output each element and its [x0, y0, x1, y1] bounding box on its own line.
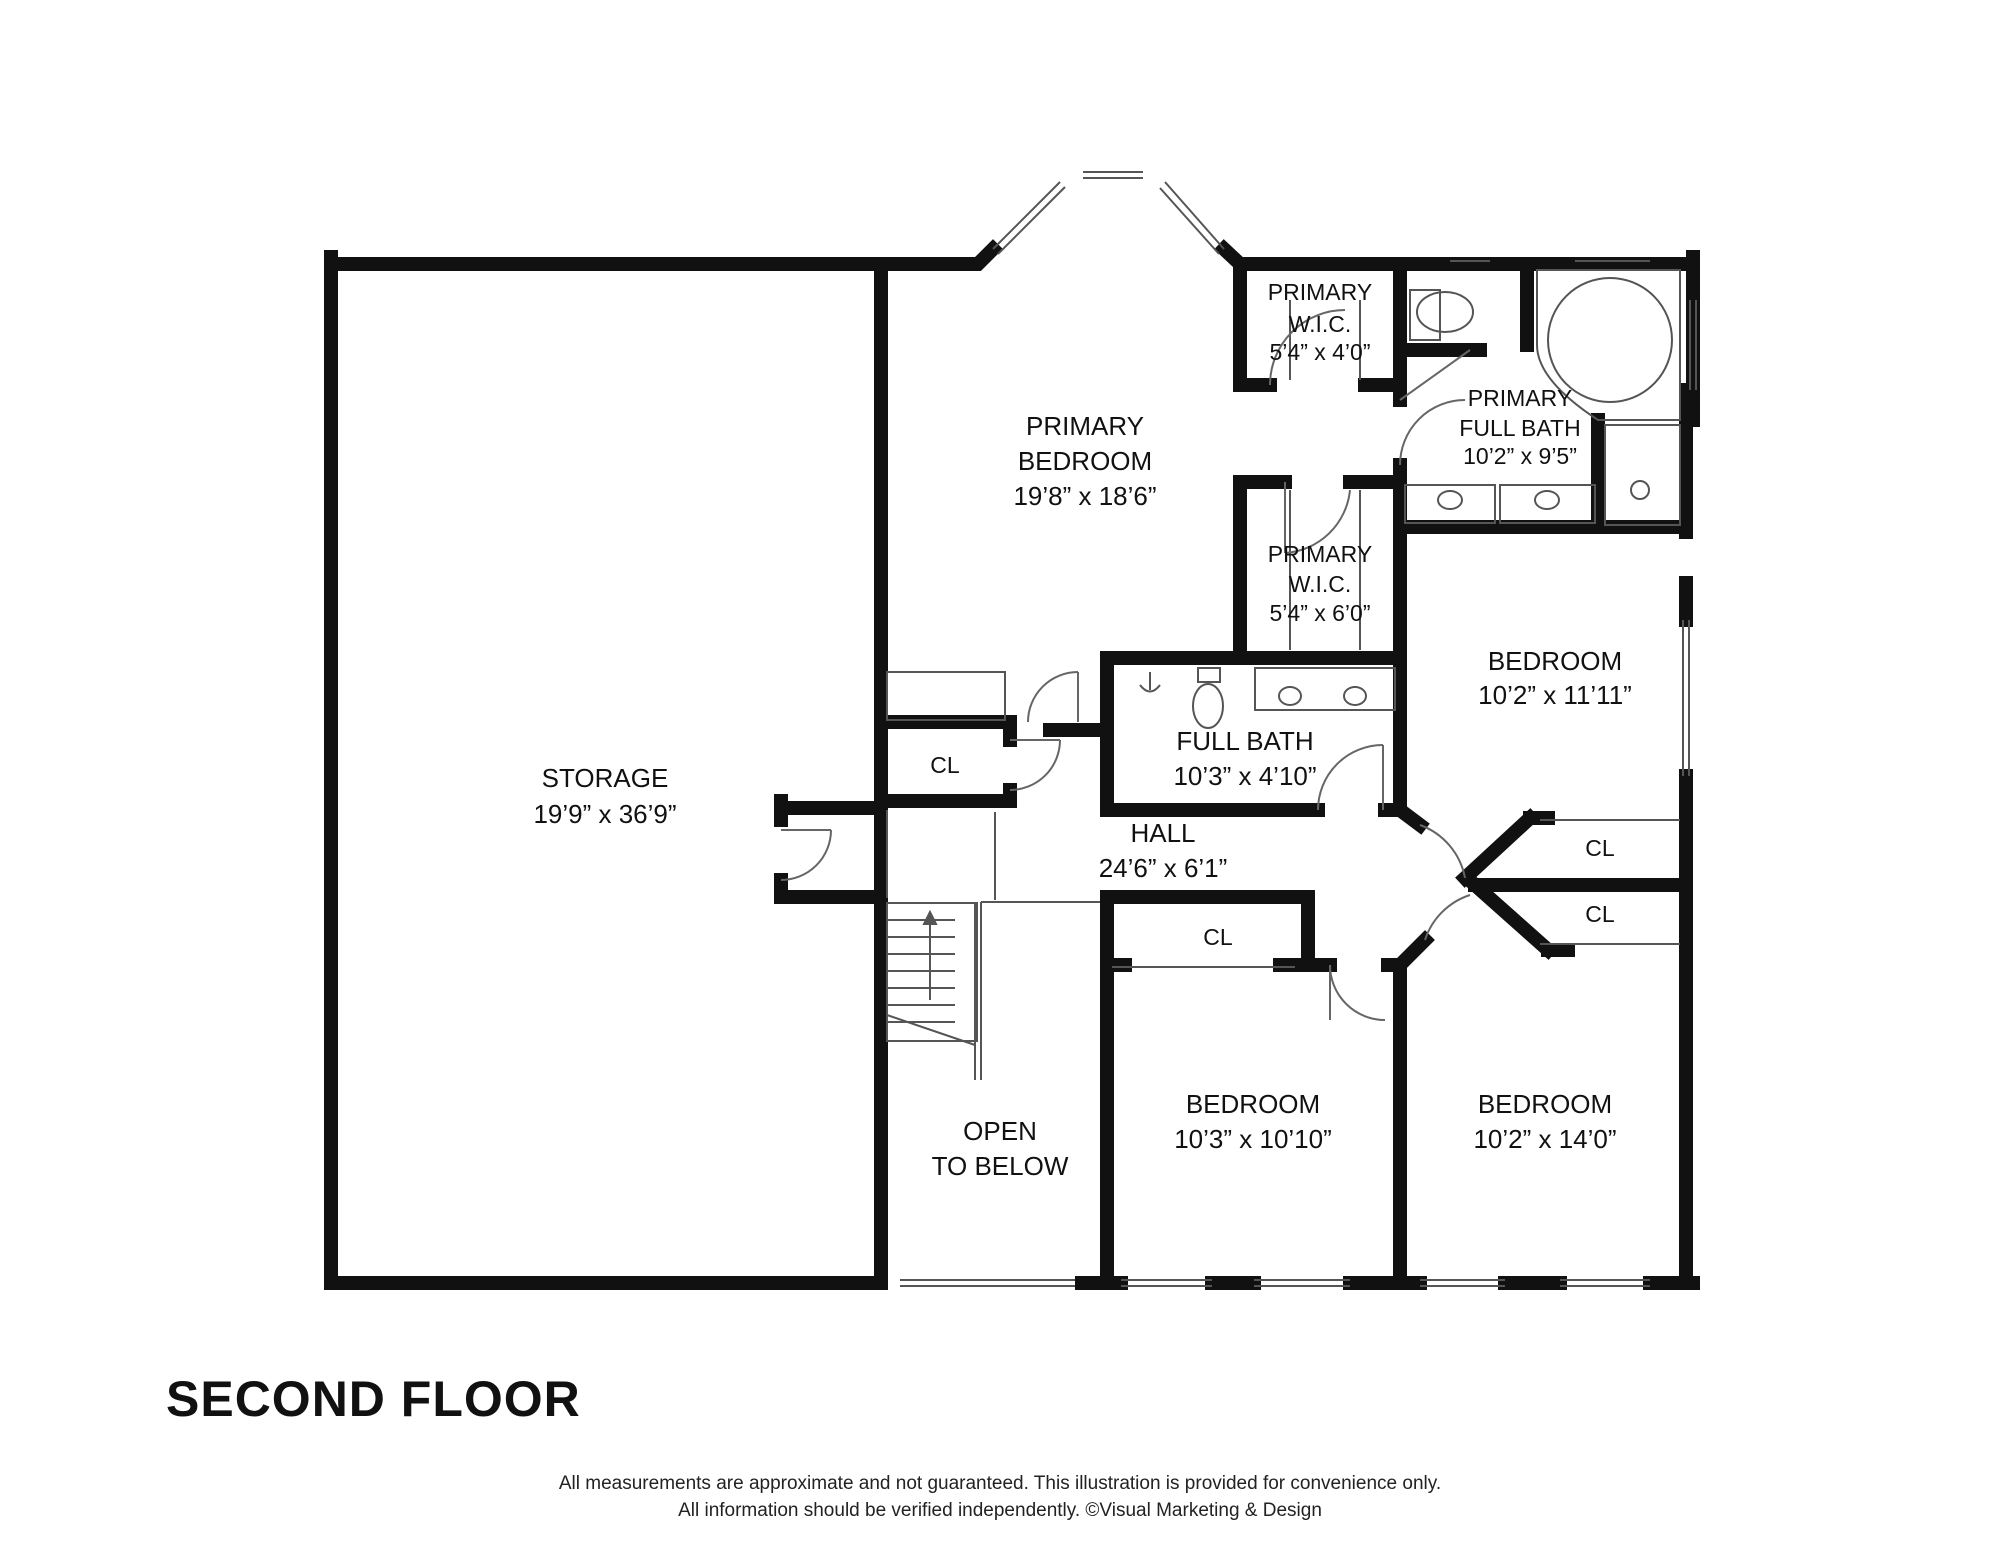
- primary-bedroom-name2: BEDROOM: [1018, 446, 1152, 476]
- primary-bath-name2: FULL BATH: [1459, 415, 1580, 441]
- primary-bedroom-size: 19’8” x 18’6”: [1013, 481, 1156, 511]
- open-to-below-line1: OPEN: [963, 1116, 1037, 1146]
- storage-size: 19’9” x 36’9”: [533, 799, 676, 829]
- primary-wic-mid-name2: W.I.C.: [1289, 571, 1352, 597]
- primary-wic-top-name1: PRIMARY: [1268, 279, 1372, 305]
- room-labels: STORAGE 19’9” x 36’9” PRIMARY BEDROOM 19…: [533, 279, 1631, 1181]
- bedroom-south-mid-size: 10’3” x 10’10”: [1174, 1124, 1332, 1154]
- bedroom-south-mid-name: BEDROOM: [1186, 1089, 1320, 1119]
- full-bath-size: 10’3” x 4’10”: [1173, 761, 1316, 791]
- primary-bath-size: 10’2” x 9’5”: [1463, 443, 1577, 469]
- primary-wic-mid-name1: PRIMARY: [1268, 541, 1372, 567]
- walls: [324, 239, 1700, 1290]
- bedroom-east-size: 10’2” x 11’11”: [1478, 680, 1632, 710]
- thin-lines: [886, 171, 1697, 1287]
- bedroom-south-east-size: 10’2” x 14’0”: [1473, 1124, 1616, 1154]
- disclaimer-line1: All measurements are approximate and not…: [558, 1473, 1442, 1494]
- hall-name: HALL: [1130, 818, 1195, 848]
- closet-label-east-lower: CL: [1585, 901, 1615, 927]
- bedroom-south-east-name: BEDROOM: [1478, 1089, 1612, 1119]
- disclaimer: All measurements are approximate and not…: [0, 1470, 2000, 1524]
- hall-size: 24’6” x 6’1”: [1099, 853, 1228, 883]
- closet-label-south: CL: [1203, 924, 1233, 950]
- closet-label-west: CL: [930, 752, 960, 778]
- disclaimer-line2: All information should be verified indep…: [678, 1500, 1322, 1521]
- primary-wic-top-size: 5’4” x 4’0”: [1270, 339, 1371, 365]
- open-to-below-line2: TO BELOW: [932, 1151, 1069, 1181]
- primary-bedroom-name1: PRIMARY: [1026, 411, 1144, 441]
- closet-label-east-upper: CL: [1585, 835, 1615, 861]
- primary-wic-top-name2: W.I.C.: [1289, 311, 1352, 337]
- full-bath-name: FULL BATH: [1176, 726, 1313, 756]
- primary-bath-name1: PRIMARY: [1468, 385, 1572, 411]
- floor-title: SECOND FLOOR: [166, 1371, 581, 1427]
- primary-wic-mid-size: 5’4” x 6’0”: [1270, 600, 1371, 626]
- door-swings: [780, 309, 1471, 1021]
- storage-name: STORAGE: [542, 763, 669, 793]
- bedroom-east-name: BEDROOM: [1488, 646, 1622, 676]
